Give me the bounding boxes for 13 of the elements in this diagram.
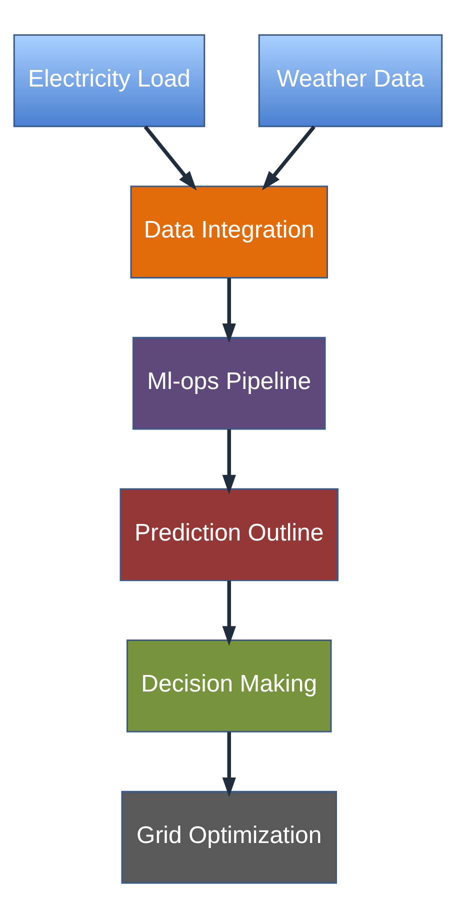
node-box: Ml-ops Pipeline — [132, 336, 326, 430]
node-box: Electricity Load — [13, 34, 206, 128]
node-box: Decision Making — [126, 640, 332, 732]
arrow — [222, 429, 236, 494]
node-box: Prediction Outline — [120, 488, 338, 582]
node-box: Data Integration — [130, 186, 328, 278]
arrow — [222, 278, 236, 344]
node-box: Grid Optimization — [121, 790, 337, 884]
arrow — [222, 580, 236, 646]
arrow — [144, 126, 197, 190]
node-box: Weather Data — [258, 34, 443, 128]
arrow — [222, 732, 236, 798]
arrow — [262, 126, 316, 190]
